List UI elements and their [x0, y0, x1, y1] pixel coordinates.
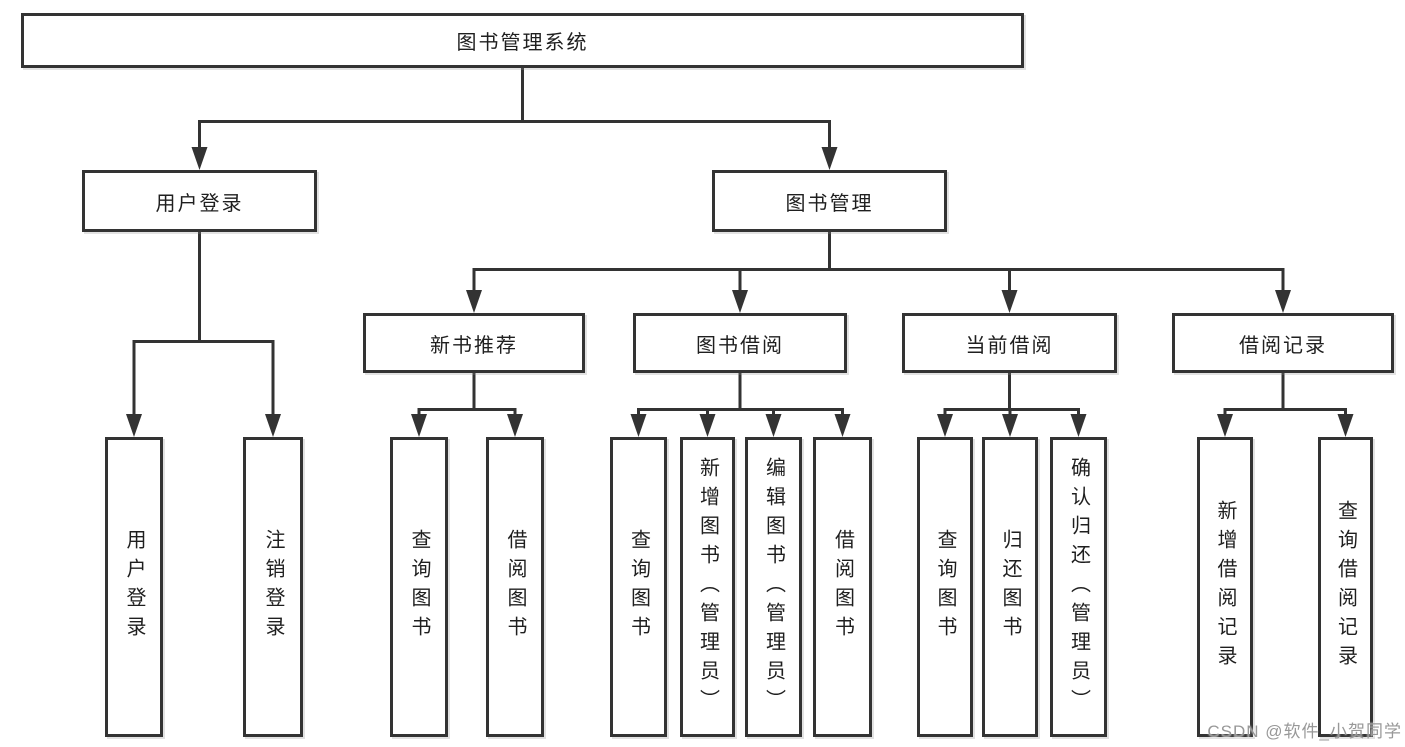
arrow-down-icon [507, 414, 523, 437]
node-user-login: 用户登录 [82, 170, 317, 232]
arrow-down-icon [1337, 414, 1354, 437]
arrow-down-icon [630, 414, 647, 437]
arrow-down-icon [1275, 290, 1291, 313]
leaf-label: 编辑图书（管理员） [762, 456, 785, 718]
node-label: 图书管理系统 [456, 32, 589, 54]
connector-borrow-records [1223, 373, 1347, 416]
node-book-management: 图书管理 [712, 170, 947, 232]
leaf-label: 新增借阅记录 [1214, 500, 1236, 674]
node-label: 新书推荐 [430, 334, 518, 357]
leaf-label: 查询借阅记录 [1334, 500, 1357, 674]
node-label: 当前借阅 [965, 334, 1054, 357]
node-label: 借阅记录 [1239, 334, 1327, 357]
leaf-label: 借阅图书 [831, 529, 854, 645]
leaf-label: 借阅图书 [504, 529, 526, 645]
leaf-return-book: 归还图书 [982, 437, 1038, 737]
leaf-edit-book-admin: 编辑图书（管理员） [745, 437, 802, 737]
leaf-label: 用户登录 [123, 529, 145, 645]
connector-book-borrow [637, 373, 844, 416]
node-current-borrowing: 当前借阅 [902, 313, 1117, 373]
node-book-borrowing: 图书借阅 [633, 313, 847, 373]
leaf-label: 查询图书 [627, 529, 650, 645]
arrow-down-icon [466, 290, 482, 313]
watermark-text: CSDN @软件_小贺同学 [1207, 722, 1402, 741]
arrowheads [126, 147, 1354, 437]
arrow-down-icon [1217, 414, 1233, 437]
leaf-label: 新增图书（管理员） [696, 456, 719, 718]
leaf-query-books: 查询图书 [390, 437, 448, 737]
connector-manage [472, 232, 1285, 291]
leaf-confirm-return-admin: 确认归还（管理员） [1050, 437, 1107, 737]
connector-strokes [132, 68, 1347, 416]
leaf-query-books: 查询图书 [610, 437, 667, 737]
arrow-down-icon [1070, 414, 1087, 437]
arrow-down-icon [411, 414, 427, 437]
leaf-label: 查询图书 [408, 529, 430, 645]
node-label: 用户登录 [155, 192, 244, 215]
leaf-label: 确认归还（管理员） [1067, 456, 1090, 718]
arrow-down-icon [265, 414, 281, 437]
leaf-add-borrow-record: 新增借阅记录 [1197, 437, 1253, 737]
arrow-down-icon [765, 414, 782, 437]
arrow-down-icon [191, 147, 208, 170]
leaf-borrow-books: 借阅图书 [486, 437, 544, 737]
leaf-borrow-books: 借阅图书 [813, 437, 872, 737]
arrow-down-icon [732, 290, 748, 313]
node-label: 图书管理 [785, 192, 874, 215]
connector-new-book [417, 373, 517, 416]
leaf-query-borrow-record: 查询借阅记录 [1318, 437, 1373, 737]
node-library-system: 图书管理系统 [21, 13, 1024, 68]
arrow-down-icon [821, 147, 838, 170]
arrow-down-icon [1001, 290, 1018, 313]
arrow-down-icon [699, 414, 716, 437]
arrow-down-icon [1002, 414, 1018, 437]
node-label: 图书借阅 [696, 334, 784, 357]
arrow-down-icon [937, 414, 953, 437]
leaf-label: 注销登录 [262, 529, 284, 645]
connector-login [132, 232, 275, 415]
connector-root [198, 68, 831, 148]
leaf-add-book-admin: 新增图书（管理员） [680, 437, 735, 737]
node-borrowing-records: 借阅记录 [1172, 313, 1394, 373]
node-new-book-recommendation: 新书推荐 [363, 313, 585, 373]
leaf-query-books: 查询图书 [917, 437, 973, 737]
connector-current-borrow [943, 373, 1080, 416]
leaf-logout: 注销登录 [243, 437, 303, 737]
leaf-user-login: 用户登录 [105, 437, 163, 737]
arrow-down-icon [126, 414, 142, 437]
leaf-label: 查询图书 [934, 529, 956, 645]
arrow-down-icon [834, 414, 851, 437]
leaf-label: 归还图书 [999, 529, 1021, 645]
